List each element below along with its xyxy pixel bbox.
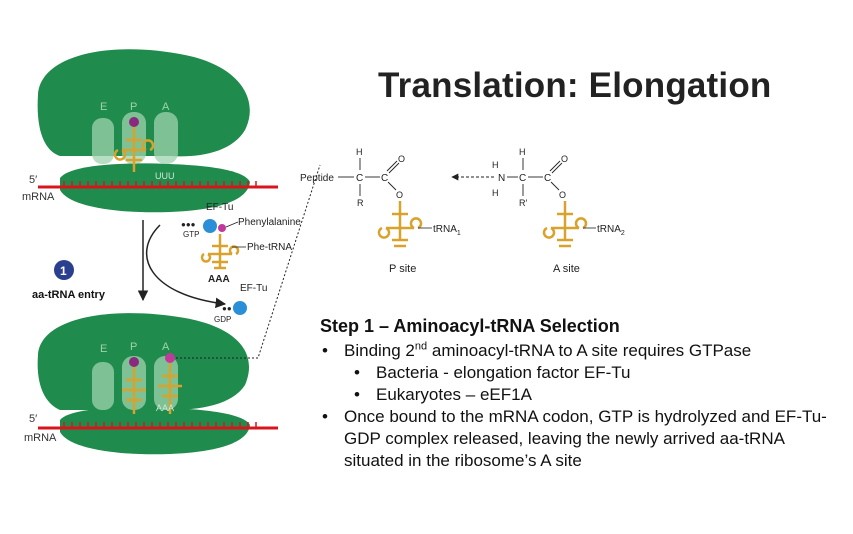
large-subunit <box>37 49 250 157</box>
release-curve-arrow <box>145 224 227 309</box>
svg-text:O: O <box>559 190 566 200</box>
phe-trna-icon <box>200 234 240 270</box>
site-label-p: P <box>130 341 137 353</box>
zoom-callout-line <box>176 164 321 359</box>
trna-a-icon <box>158 363 182 414</box>
five-prime-label: 5′ <box>29 413 37 425</box>
a-site-label: A site <box>553 263 580 275</box>
phe-trna-label: Phe-tRNA <box>247 242 292 253</box>
amino-acid-icon <box>129 357 139 367</box>
e-site-slot <box>92 362 114 410</box>
ef-tu-released-icon <box>233 301 247 315</box>
trna2-icon <box>542 201 588 248</box>
svg-text:O: O <box>398 154 405 164</box>
gtp-label: GTP <box>183 230 199 239</box>
svg-text:C: C <box>519 173 526 184</box>
anticodon-label: AAA <box>208 274 230 285</box>
slide-title: Translation: Elongation <box>378 66 772 105</box>
sub-bullet-eukaryotes: Eukaryotes – eEF1A <box>320 384 840 406</box>
a-site-slot <box>154 112 178 164</box>
mrna-ticks <box>63 422 257 428</box>
bottom-ribosome: E P A AAA 5′ mRNA <box>24 313 278 455</box>
codon-label: UUU <box>155 171 175 181</box>
mrna-ticks <box>63 181 257 187</box>
n-label: N <box>498 173 505 184</box>
anticodon-label: AAA <box>156 403 174 413</box>
aa-trna-entry: 1 aa-tRNA entry EF-Tu GTP ●●● Phenylalan… <box>32 202 301 324</box>
h-top2: H <box>519 147 526 157</box>
chemistry-scheme: Peptide C H R C O O tRNA1 P site H N H C… <box>300 147 625 275</box>
gdp-icon: ●● <box>222 304 232 313</box>
gdp-label: GDP <box>214 315 231 324</box>
phenylalanine-label: Phenylalanine <box>238 217 301 228</box>
top-ribosome: E P A UUU 5′ mRNA <box>22 49 278 213</box>
peptide-label: Peptide <box>300 173 334 184</box>
trna1-label: tRNA1 <box>433 224 461 237</box>
svg-text:C: C <box>381 173 388 184</box>
step-badge <box>54 260 74 280</box>
site-label-p: P <box>130 101 137 113</box>
trna-p-icon <box>122 367 146 414</box>
e-site-slot <box>92 118 114 164</box>
step-label: aa-tRNA entry <box>32 289 106 301</box>
mrna-label: mRNA <box>22 191 55 203</box>
ef-tu-icon <box>203 219 217 233</box>
mrna-label: mRNA <box>24 432 57 444</box>
step-badge-number: 1 <box>60 264 67 278</box>
a-site-slot <box>154 356 178 410</box>
p-site-label: P site <box>389 263 416 275</box>
ef-tu-label: EF-Tu <box>206 202 233 213</box>
bullet-gtpase: Binding 2nd aminoacyl-tRNA to A site req… <box>320 340 840 362</box>
bullet-gtp-hydrolysis: Once bound to the mRNA codon, GTP is hyd… <box>320 406 840 472</box>
svg-text:C: C <box>544 173 551 184</box>
step-description: Step 1 – Aminoacyl-tRNA Selection Bindin… <box>320 316 840 472</box>
svg-text:O: O <box>396 190 403 200</box>
trna-icon <box>113 127 155 172</box>
site-label-e: E <box>100 101 107 113</box>
trna2-label: tRNA2 <box>597 224 625 237</box>
svg-text:C: C <box>356 173 363 184</box>
h-n1: H <box>492 160 499 170</box>
h-n2: H <box>492 188 499 198</box>
sub-bullet-bacteria: Bacteria - elongation factor EF-Tu <box>320 362 840 384</box>
small-subunit <box>60 407 250 455</box>
site-label-e: E <box>100 343 107 355</box>
trna1-icon <box>377 201 423 248</box>
site-label-a: A <box>162 341 170 353</box>
phe-amino-acid-icon <box>165 353 175 363</box>
gtp-icon: ●●● <box>181 220 196 229</box>
site-label-a: A <box>162 101 170 113</box>
ef-tu-label-released: EF-Tu <box>240 283 267 294</box>
r2-label: R′ <box>519 198 527 208</box>
svg-text:O: O <box>561 154 568 164</box>
r1-label: R <box>357 198 364 208</box>
five-prime-label: 5′ <box>29 174 37 186</box>
step-heading: Step 1 – Aminoacyl-tRNA Selection <box>320 316 620 336</box>
phe-amino-acid-icon <box>218 224 226 232</box>
h-top1: H <box>356 147 363 157</box>
amino-acid-icon <box>129 117 139 127</box>
